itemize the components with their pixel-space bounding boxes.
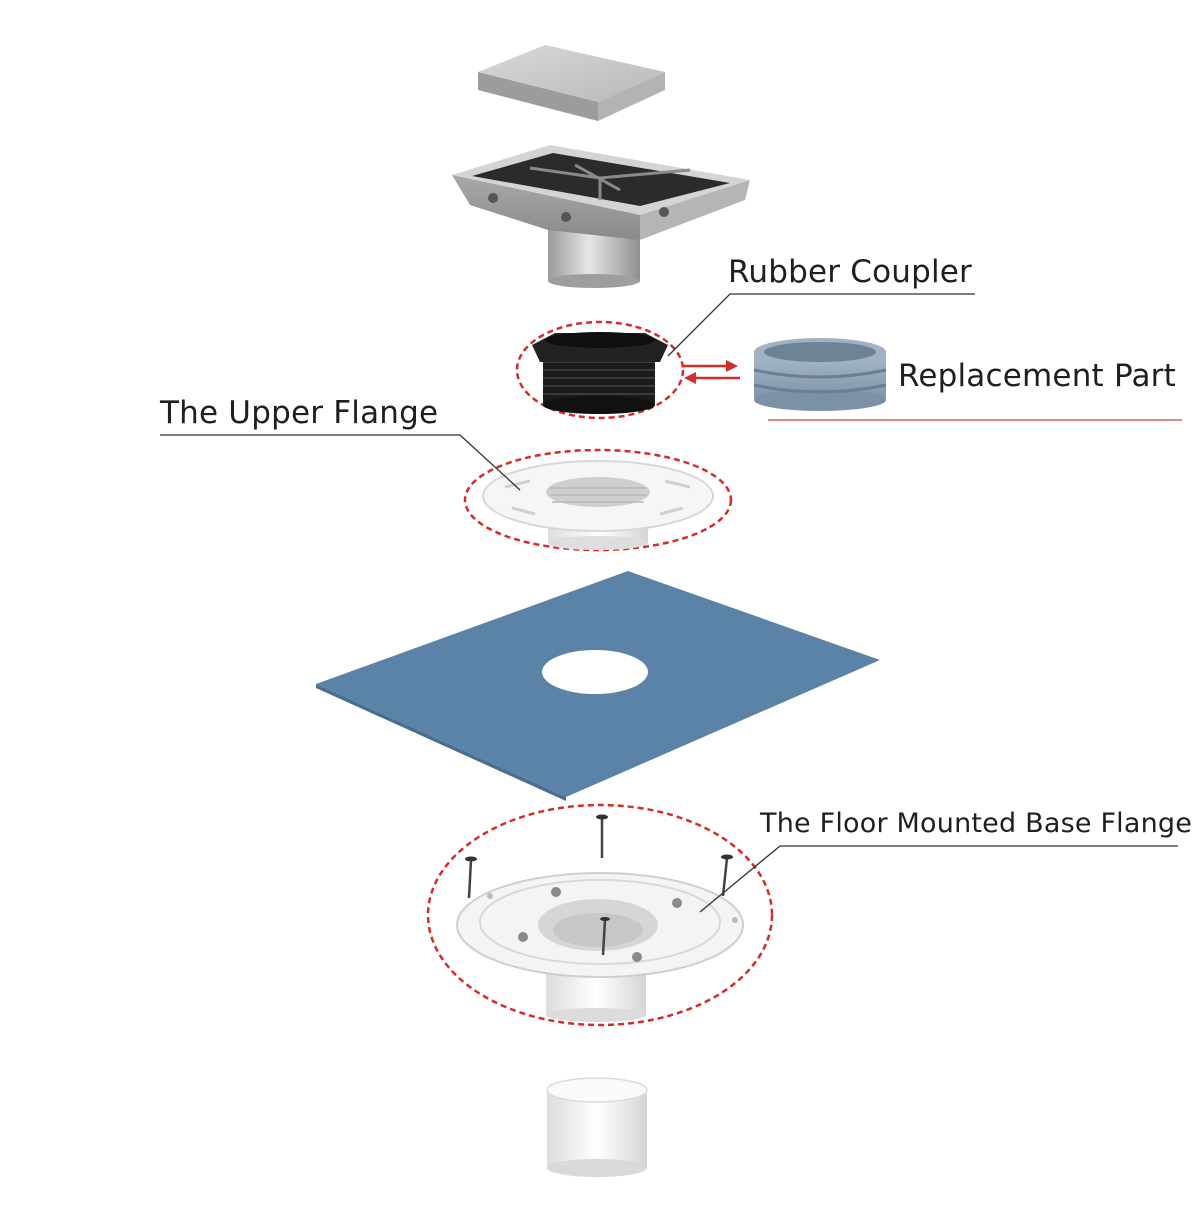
upper-flange-label: The Upper Flange — [160, 398, 438, 429]
rubber-coupler-label: Rubber Coupler — [728, 257, 972, 288]
base-flange — [428, 805, 772, 1025]
replacement-part — [754, 338, 886, 411]
base-flange-label: The Floor Mounted Base Flange — [760, 810, 1192, 837]
waterproof-membrane — [316, 571, 880, 801]
grate-cover — [478, 45, 665, 121]
upper-flange — [465, 450, 731, 550]
bottom-pipe — [547, 1078, 647, 1177]
exchange-arrows-icon — [682, 360, 740, 384]
rubber-coupler — [517, 322, 683, 418]
replacement-part-label: Replacement Part — [898, 361, 1176, 392]
drain-body — [452, 145, 750, 288]
